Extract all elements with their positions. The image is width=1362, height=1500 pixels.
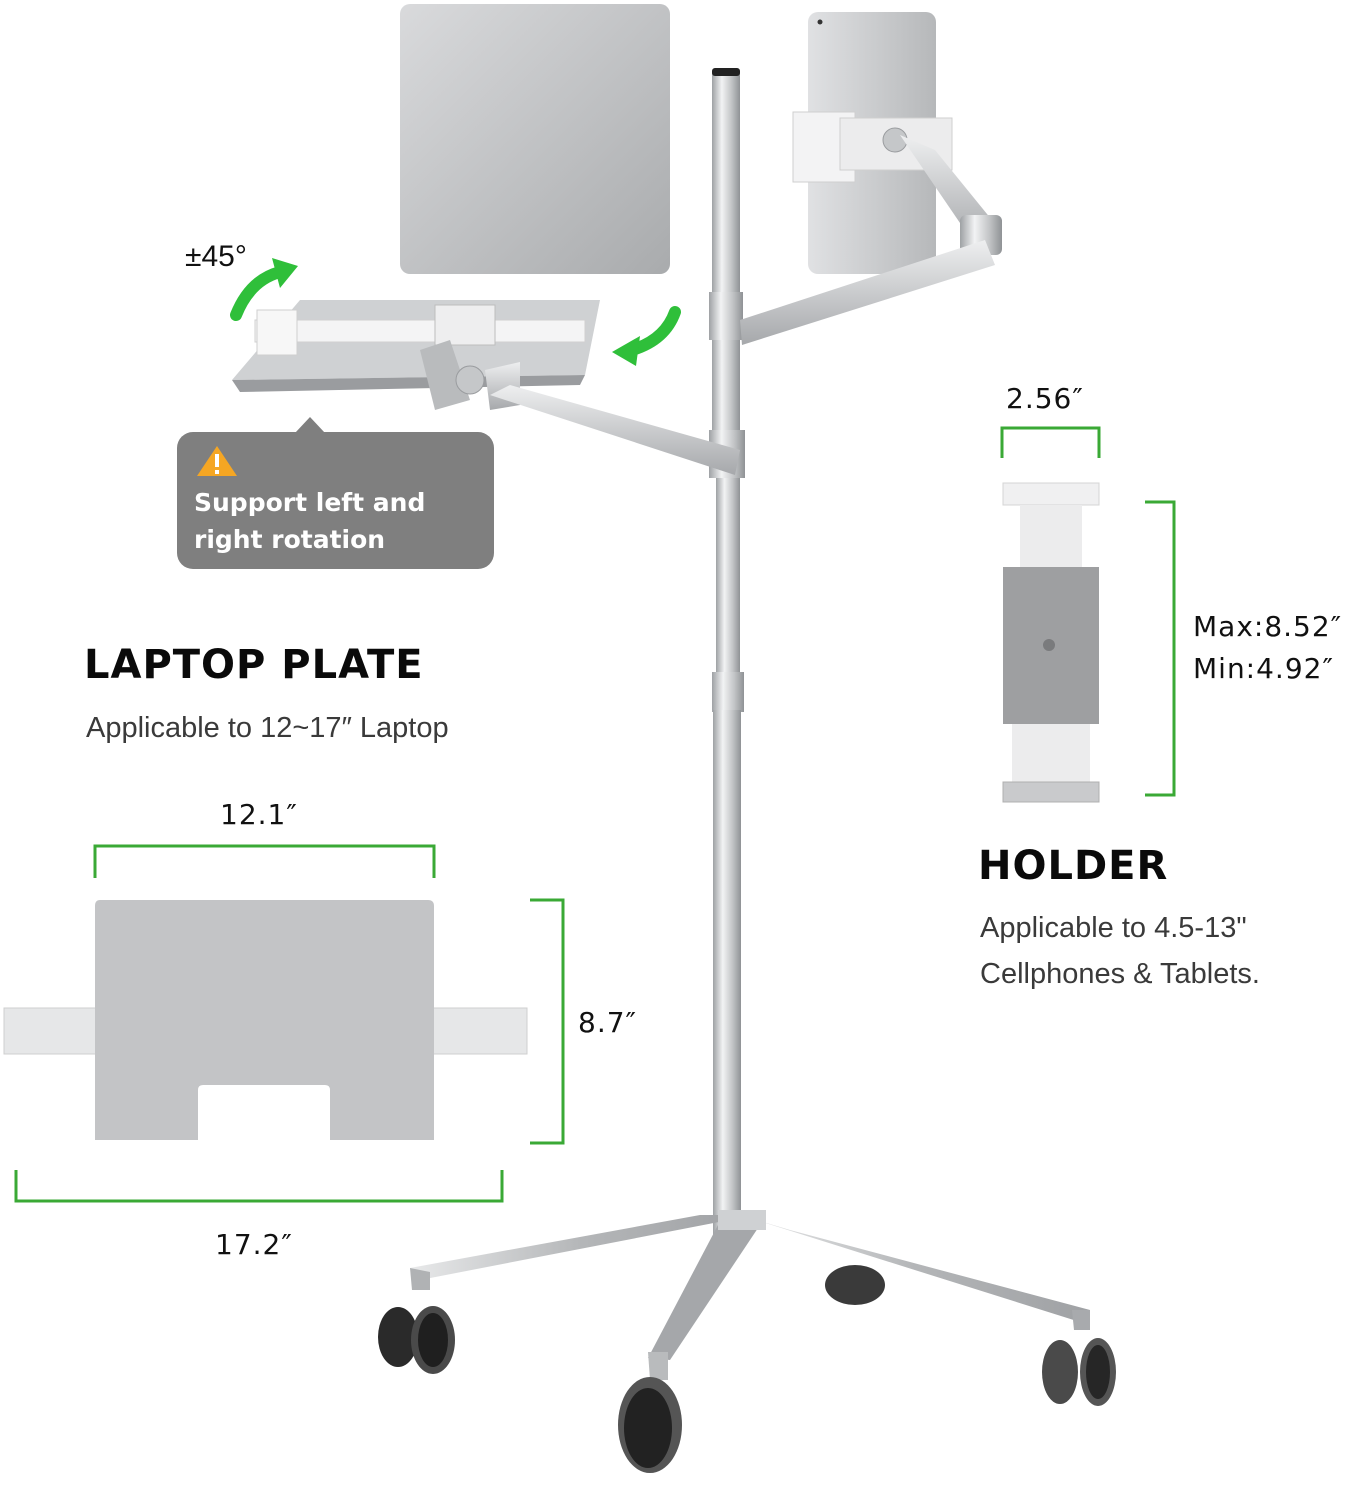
laptop-plate-total-width: 17.2″ (215, 1228, 293, 1261)
laptop-plate-height: 8.7″ (578, 1006, 637, 1039)
casters (378, 1265, 1116, 1473)
holder-title: HOLDER (978, 843, 1169, 889)
rotation-arrow-icons (230, 258, 681, 366)
dimension-brackets (14, 426, 1176, 1203)
rotation-angle-label: ±45° (185, 240, 247, 273)
laptop-plate-top-width: 12.1″ (220, 798, 298, 831)
holder-subtitle-line2: Cellphones & Tablets. (980, 958, 1260, 990)
laptop (232, 4, 670, 392)
laptop-arm (420, 340, 740, 475)
callout-text: Support left and right rotation (194, 488, 426, 554)
tablet-arm (740, 135, 1002, 345)
holder-subtitle-line1: Applicable to 4.5-13" (980, 912, 1247, 944)
holder-width: 2.56″ (1006, 382, 1084, 415)
pole (709, 68, 745, 1240)
holder-diagram (1002, 482, 1100, 803)
warning-triangle-icon (197, 446, 237, 476)
laptop-plate-diagram (3, 900, 528, 1140)
rotation-callout: Support left and right rotation (177, 417, 494, 569)
holder-max-height: Max:8.52″ (1193, 610, 1343, 643)
holder-min-height: Min:4.92″ (1193, 652, 1334, 685)
laptop-plate-title: LAPTOP PLATE (84, 642, 424, 688)
base (410, 1210, 1090, 1380)
tablet (792, 12, 953, 274)
laptop-plate-subtitle: Applicable to 12~17″ Laptop (86, 712, 449, 744)
